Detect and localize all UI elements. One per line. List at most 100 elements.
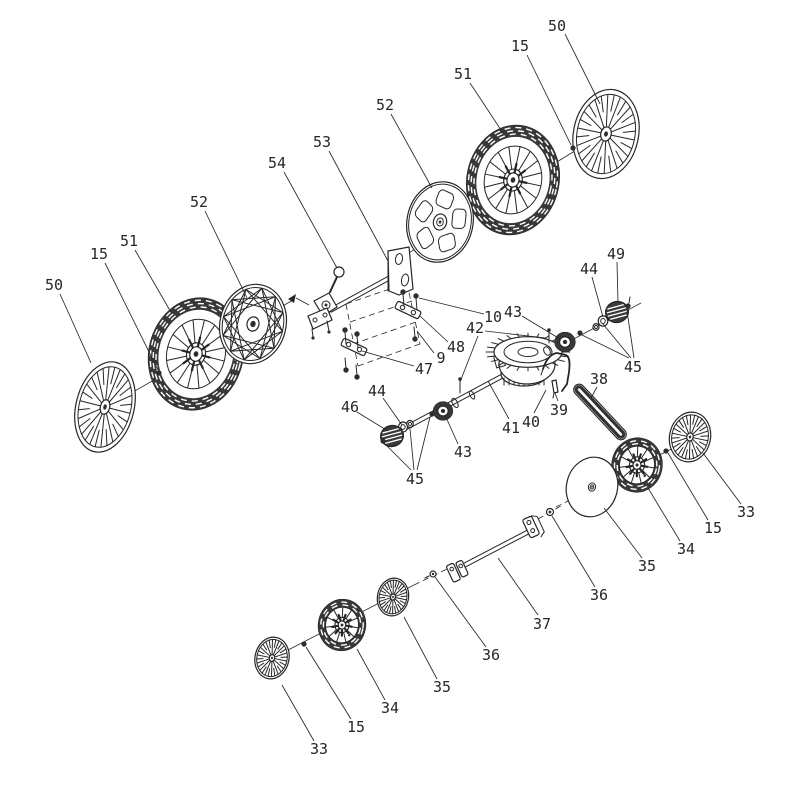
bolt-15-bottom-right	[663, 448, 669, 454]
part-label-41-22: 41	[502, 419, 520, 437]
leader-line-15	[306, 647, 351, 719]
part-label-44-23: 44	[368, 382, 386, 400]
part-label-52-3: 52	[376, 96, 394, 114]
leader-line-52	[391, 114, 432, 188]
part-label-51-7: 51	[120, 232, 138, 250]
leader-line-45	[417, 417, 430, 470]
axle-bracket-left	[446, 559, 469, 582]
mounting-bolts	[342, 289, 419, 380]
axle-bracket-right	[522, 514, 545, 541]
bolt-15-bottom-left	[301, 641, 307, 647]
part-label-35-34: 35	[433, 678, 451, 696]
leader-line-41	[488, 381, 509, 419]
leader-line-39	[555, 393, 558, 401]
bolt-15-top-right	[570, 145, 576, 151]
leader-line-42	[460, 336, 478, 382]
part-label-43-15: 43	[504, 303, 522, 321]
part-label-47-13: 47	[415, 360, 433, 378]
part-label-54-5: 54	[268, 154, 286, 172]
part-label-10-10: 10	[484, 308, 502, 326]
leader-line-50	[60, 294, 91, 363]
brake-bracket-40	[541, 353, 570, 391]
part-label-38-19: 38	[590, 370, 608, 388]
part-label-51-2: 51	[454, 65, 472, 83]
arrowhead-left-axis	[288, 294, 296, 303]
leader-line-45	[627, 311, 634, 358]
leader-line-51	[135, 250, 172, 314]
leader-line-36	[552, 516, 595, 587]
leader-line-47	[362, 351, 414, 366]
part-label-34-35: 34	[381, 699, 399, 717]
leader-line-52	[205, 211, 247, 298]
part-label-50-0: 50	[548, 17, 566, 35]
part-label-45-18: 45	[624, 358, 642, 376]
washer-small-right	[592, 323, 600, 331]
leader-line-15	[527, 55, 571, 145]
part-label-37-32: 37	[533, 615, 551, 633]
part-label-34-29: 34	[677, 540, 695, 558]
part-label-49-16: 49	[607, 245, 625, 263]
axis-bottom-right-dashed	[556, 497, 576, 507]
part-label-9-12: 9	[436, 349, 445, 367]
part-label-46-24: 46	[341, 398, 359, 416]
part-label-48-11: 48	[447, 338, 465, 356]
leader-line-45	[385, 444, 411, 470]
leader-line-44	[383, 398, 402, 425]
drive-belt-38	[571, 382, 628, 442]
washer-small-left	[406, 420, 414, 428]
axis-bottom-left-dashed	[414, 569, 447, 585]
pin-42-right	[547, 328, 551, 343]
leader-line-33	[282, 685, 314, 741]
lever-assembly-54	[308, 267, 344, 340]
part-label-39-20: 39	[550, 401, 568, 419]
leader-line-45	[582, 335, 629, 358]
leader-line-38	[591, 387, 597, 398]
leader-line-46	[357, 412, 388, 431]
part-label-36-33: 36	[482, 646, 500, 664]
leader-line-43	[522, 316, 560, 339]
part-label-36-31: 36	[590, 586, 608, 604]
leader-line-34	[648, 488, 680, 541]
control-rod	[331, 277, 391, 310]
bushing-36-left	[425, 571, 436, 578]
shift-bracket-53	[388, 247, 413, 295]
leader-line-37	[498, 558, 538, 615]
part-label-35-30: 35	[638, 557, 656, 575]
leader-line-54	[284, 172, 337, 268]
part-label-33-27: 33	[737, 503, 755, 521]
part-label-15-28: 15	[704, 519, 722, 537]
small-fasteners-shaft	[380, 297, 631, 444]
leader-line-45	[410, 429, 414, 470]
part-number-labels: 5015515253545251155010489474243494445383…	[45, 17, 755, 758]
part-label-44-17: 44	[580, 260, 598, 278]
shaft-collar	[542, 346, 552, 357]
bearing-43-left	[433, 401, 453, 421]
leader-line-50	[565, 34, 600, 104]
leader-line-49	[617, 262, 618, 303]
part-label-53-4: 53	[313, 133, 331, 151]
leader-line-35	[404, 617, 437, 679]
leader-line-33	[703, 453, 741, 504]
leader-line-15	[105, 263, 158, 370]
axis-left-tip	[296, 298, 309, 305]
part-label-52-6: 52	[190, 193, 208, 211]
part-label-42-14: 42	[466, 319, 484, 337]
leader-line-9	[417, 331, 434, 353]
part-label-40-21: 40	[522, 413, 540, 431]
leader-line-48	[420, 316, 448, 342]
height-axle-37	[461, 532, 528, 567]
leader-line-44	[592, 277, 603, 317]
leader-line-51	[470, 83, 503, 133]
bearing-43-right	[554, 332, 576, 352]
leader-line-10	[419, 298, 484, 314]
leader-line-43	[445, 415, 458, 444]
part-label-43-25: 43	[454, 443, 472, 461]
leader-line-36	[435, 577, 486, 647]
part-label-45-26: 45	[406, 470, 424, 488]
part-label-15-1: 15	[511, 37, 529, 55]
part-label-15-8: 15	[90, 245, 108, 263]
part-label-15-36: 15	[347, 718, 365, 736]
leader-line-15	[668, 453, 708, 520]
